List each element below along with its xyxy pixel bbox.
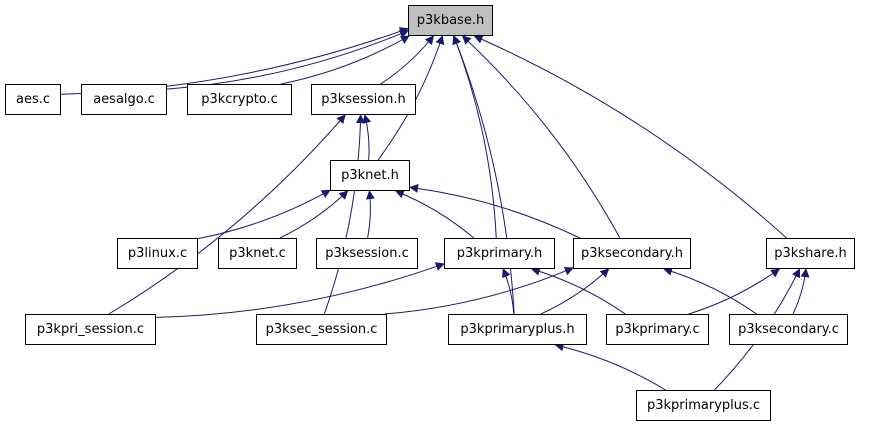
node-p3kprimary-c[interactable]: p3kprimary.c (606, 314, 709, 345)
edge-p3knet-h-to-p3ksession-h (362, 114, 372, 161)
edge-p3ksession-c-to-p3knet-h (365, 190, 375, 239)
edge-p3kprimary-h-to-p3kbase-h (452, 35, 497, 239)
node-p3linux-c[interactable]: p3linux.c (117, 238, 198, 269)
node-p3kshare-h[interactable]: p3kshare.h (766, 238, 855, 269)
edge-p3kpri-session-c-to-p3kprimary-h (155, 262, 445, 318)
edge-p3ksec-session-c-to-p3ksession-h (323, 114, 365, 315)
node-aesalgo-c[interactable]: aesalgo.c (81, 84, 167, 115)
edge-p3kprimaryplus-c-to-p3kprimaryplus-h (554, 342, 666, 391)
edge-p3ksec-session-c-to-p3ksecondary-h (384, 266, 574, 315)
edge-p3klinux-c-to-p3knet-h (197, 189, 331, 240)
node-aes-c[interactable]: aes.c (5, 84, 61, 115)
edge-p3ksecondary-c-to-p3ksecondary-h (663, 267, 757, 315)
edge-p3ksession-h-to-p3kbase-h (380, 35, 434, 85)
node-p3ksession-c[interactable]: p3ksession.c (316, 238, 418, 269)
edge-p3kprimaryplus-h-to-p3kbase-h (452, 35, 515, 315)
edge-aesalgo-c-to-p3kbase-h (166, 29, 409, 90)
edge-p3kprimary-c-to-p3kshare-h (688, 268, 781, 315)
edge-p3ksecondary-h-to-p3kbase-h (461, 35, 621, 239)
edge-p3ksecondary-h-to-p3knet-h (409, 184, 581, 239)
node-p3kcrypto-c[interactable]: p3kcrypto.c (187, 84, 292, 115)
node-p3ksecondary-h[interactable]: p3ksecondary.h (573, 238, 691, 269)
node-p3ksec-session-c[interactable]: p3ksec_session.c (256, 314, 387, 345)
edge-p3kshare-h-to-p3kbase-h (473, 35, 787, 239)
node-p3ksession-h[interactable]: p3ksession.h (311, 84, 416, 115)
node-p3kprimaryplus-c[interactable]: p3kprimaryplus.c (636, 390, 771, 421)
edge-p3knet-c-to-p3knet-h (279, 190, 349, 239)
edge-p3ksecondary-c-to-p3kshare-h (792, 268, 810, 315)
edge-p3kprimaryplus-h-to-p3ksecondary-h (540, 268, 610, 315)
edge-p3kpri-session-c-to-p3ksession-h (108, 114, 346, 315)
node-p3knet-c[interactable]: p3knet.c (218, 238, 297, 269)
edge-p3kprimary-c-to-p3kprimary-h (530, 267, 626, 315)
node-p3knet-h[interactable]: p3knet.h (330, 160, 410, 191)
node-p3kprimary-h[interactable]: p3kprimary.h (444, 238, 555, 269)
node-p3ksecondary-c[interactable]: p3ksecondary.c (729, 314, 848, 345)
node-p3kprimaryplus-h[interactable]: p3kprimaryplus.h (448, 314, 587, 345)
edge-p3kcrypto-c-to-p3kbase-h (280, 35, 410, 85)
node-p3kbase-h[interactable]: p3kbase.h (408, 5, 493, 36)
edge-p3kprimary-h-to-p3knet-h (394, 189, 475, 239)
node-p3kpri-session-c[interactable]: p3kpri_session.c (25, 314, 156, 345)
edge-p3kprimaryplus-h-to-p3kprimary-h (502, 268, 515, 315)
